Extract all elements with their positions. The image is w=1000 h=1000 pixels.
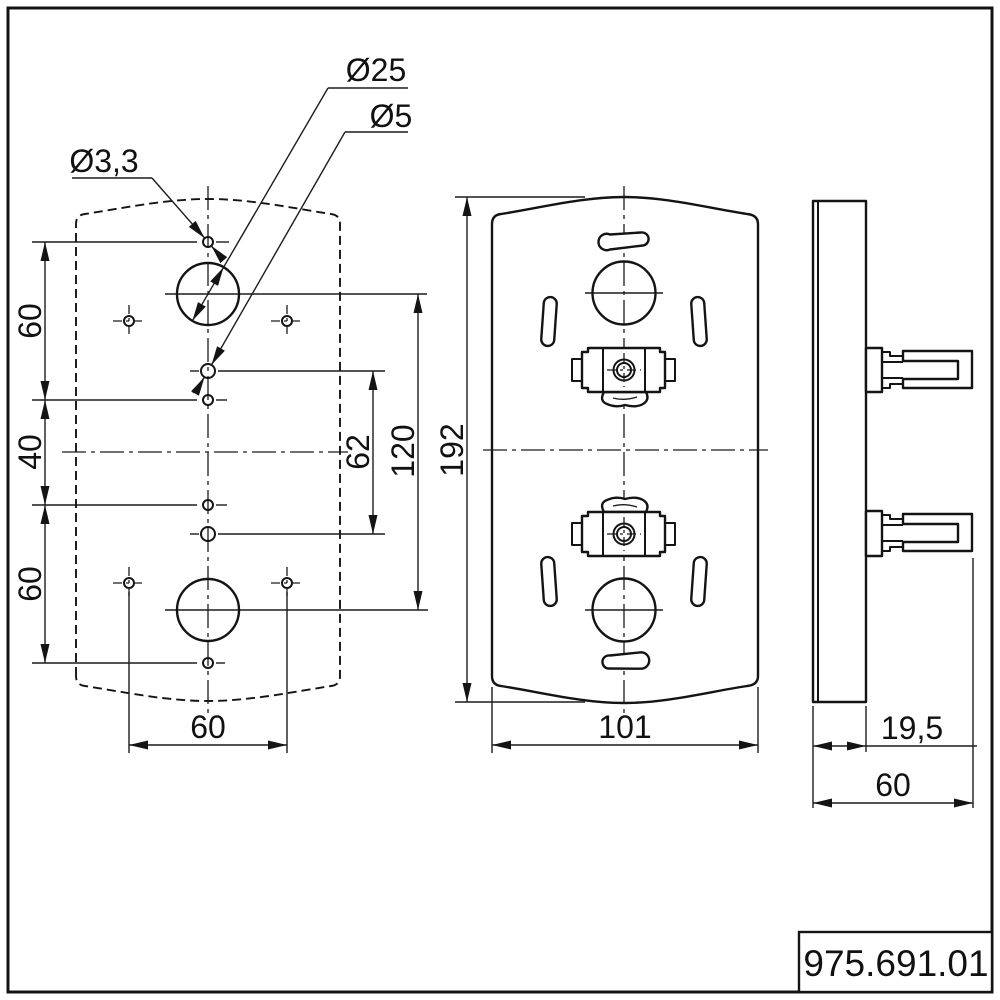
hole-spacing-dimension: 60: [128, 592, 288, 753]
lower-mid-small-hole: [202, 499, 214, 511]
callout-large-hole-label: Ø25: [346, 52, 406, 88]
bottom-small-hole: [202, 657, 214, 669]
left-dimension-chain: 60 40 60: [12, 241, 229, 664]
rear-view-outline: [75, 198, 341, 702]
front-upper-large-hole: [591, 260, 657, 326]
part-number: 975.691.01: [803, 943, 988, 984]
drawing-border: [6, 6, 994, 994]
callout-medium-hole-label: Ø5: [370, 98, 413, 134]
slot-upper-left: [540, 295, 558, 348]
slot-lower-left: [540, 555, 558, 608]
rear-view: 60 40 60 60 62 12: [12, 52, 428, 753]
callout-small-hole-label: Ø3,3: [69, 143, 138, 179]
slot-lower-right: [690, 555, 708, 608]
side-plate-depth-dimension: 19,5: [812, 706, 977, 808]
front-width-dimension: 101: [491, 687, 759, 753]
lower-large-hole: [175, 577, 241, 643]
callout-small-hole: Ø3,3: [69, 143, 228, 264]
title-block-box: [797, 930, 994, 994]
dim-inner-span: 62: [340, 434, 376, 470]
upper-medium-hole: [200, 363, 216, 379]
dim-side-plate-depth: 19,5: [881, 710, 943, 746]
bottom-keyhole-slot: [601, 651, 651, 670]
front-lower-large-hole: [591, 577, 657, 643]
dim-front-width: 101: [598, 709, 651, 745]
dim-outer-span: 120: [385, 424, 421, 477]
dim-side-total-depth: 60: [875, 767, 911, 803]
dim-left-chain-top: 60: [12, 303, 48, 339]
slot-upper-right: [690, 295, 708, 348]
front-view: 192 101: [434, 186, 768, 753]
side-plate-body: [811, 199, 868, 704]
upper-large-hole: [175, 261, 241, 327]
upper-mid-small-hole: [202, 394, 214, 406]
side-total-depth-dimension: 60: [813, 558, 974, 808]
lower-clamp-assembly: [571, 496, 676, 558]
lower-medium-hole: [200, 526, 216, 542]
outer-span-dimension: 120: [385, 294, 423, 610]
title-block: 975.691.01: [797, 930, 994, 994]
top-small-hole: [202, 236, 214, 248]
corner-hole-top-left: [113, 305, 145, 337]
corner-hole-top-right: [271, 305, 303, 337]
dim-left-chain-bottom: 60: [12, 566, 48, 602]
top-keyhole-slot: [597, 231, 650, 252]
dim-left-chain-middle: 40: [12, 434, 48, 470]
inner-span-dimension: 62: [190, 370, 385, 535]
side-lower-latch: [864, 509, 974, 558]
callout-medium-hole: Ø5: [191, 98, 412, 396]
dim-front-height: 192: [434, 423, 470, 476]
front-height-dimension: 192: [434, 196, 585, 703]
side-upper-latch: [864, 346, 974, 394]
front-view-outline: [490, 195, 760, 705]
callout-large-hole: Ø25: [191, 52, 408, 322]
upper-clamp-assembly: [571, 346, 676, 408]
dim-hole-spacing: 60: [190, 709, 226, 745]
side-view: 19,5 60: [811, 199, 977, 808]
